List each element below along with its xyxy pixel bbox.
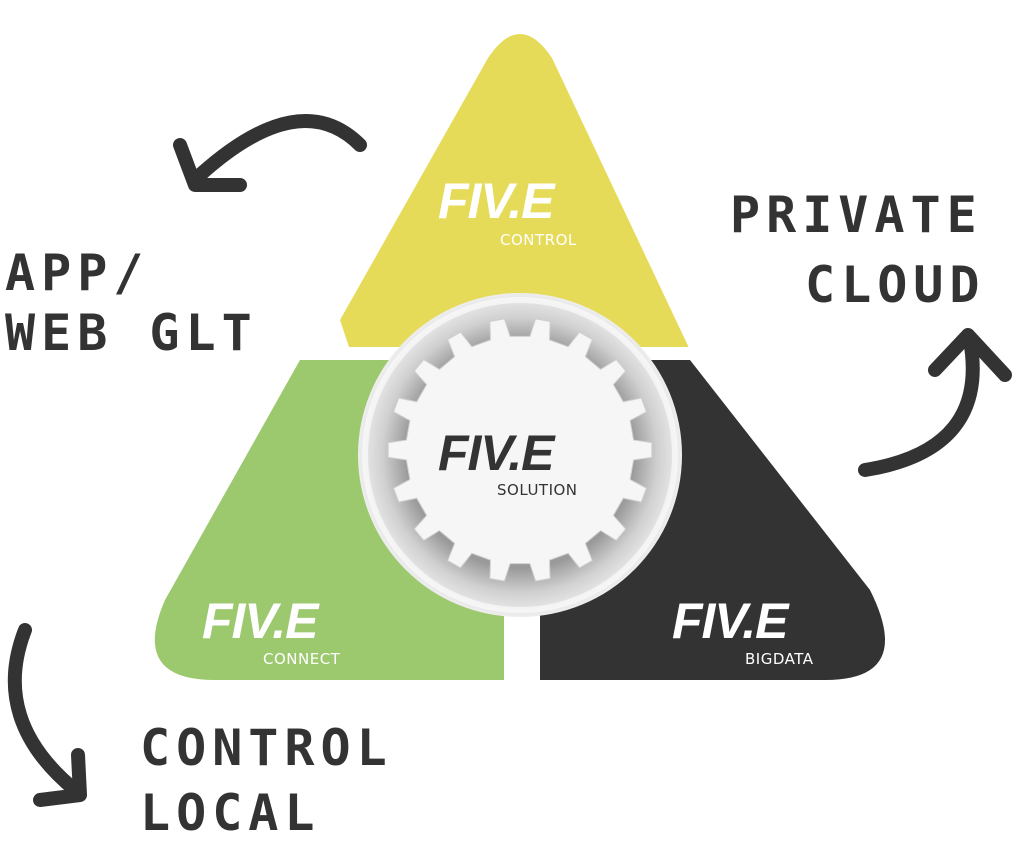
local-label-line1: CONTROL xyxy=(140,719,393,777)
arrow-local-icon xyxy=(7,623,87,807)
bigdata-subtitle: BIGDATA xyxy=(745,650,814,668)
connect-subtitle: CONNECT xyxy=(263,650,341,668)
cloud-label-line1: PRIVATE xyxy=(730,186,983,244)
cloud-label-line2: CLOUD xyxy=(805,256,986,314)
local-label-line2: LOCAL xyxy=(140,784,321,842)
bigdata-logo: FIV.E BIGDATA xyxy=(672,593,814,668)
control-brand: FIV.E xyxy=(438,173,556,229)
connect-logo: FIV.E CONNECT xyxy=(202,593,341,668)
arrow-cloud-icon xyxy=(858,328,1012,477)
control-subtitle: CONTROL xyxy=(500,231,577,249)
app-label-line2: WEB GLT xyxy=(5,304,258,362)
cavity-rim xyxy=(362,297,678,613)
app-label-line1: APP/ xyxy=(5,244,149,302)
control-segment xyxy=(340,34,690,350)
bigdata-brand: FIV.E xyxy=(672,593,790,649)
solution-brand: FIV.E xyxy=(438,425,556,481)
arrow-app-icon xyxy=(173,114,367,192)
solution-logo: FIV.E SOLUTION xyxy=(438,425,578,499)
control-logo: FIV.E CONTROL xyxy=(438,173,577,249)
solution-subtitle: SOLUTION xyxy=(497,481,578,499)
gear-icon xyxy=(387,318,653,582)
connect-brand: FIV.E xyxy=(202,593,320,649)
